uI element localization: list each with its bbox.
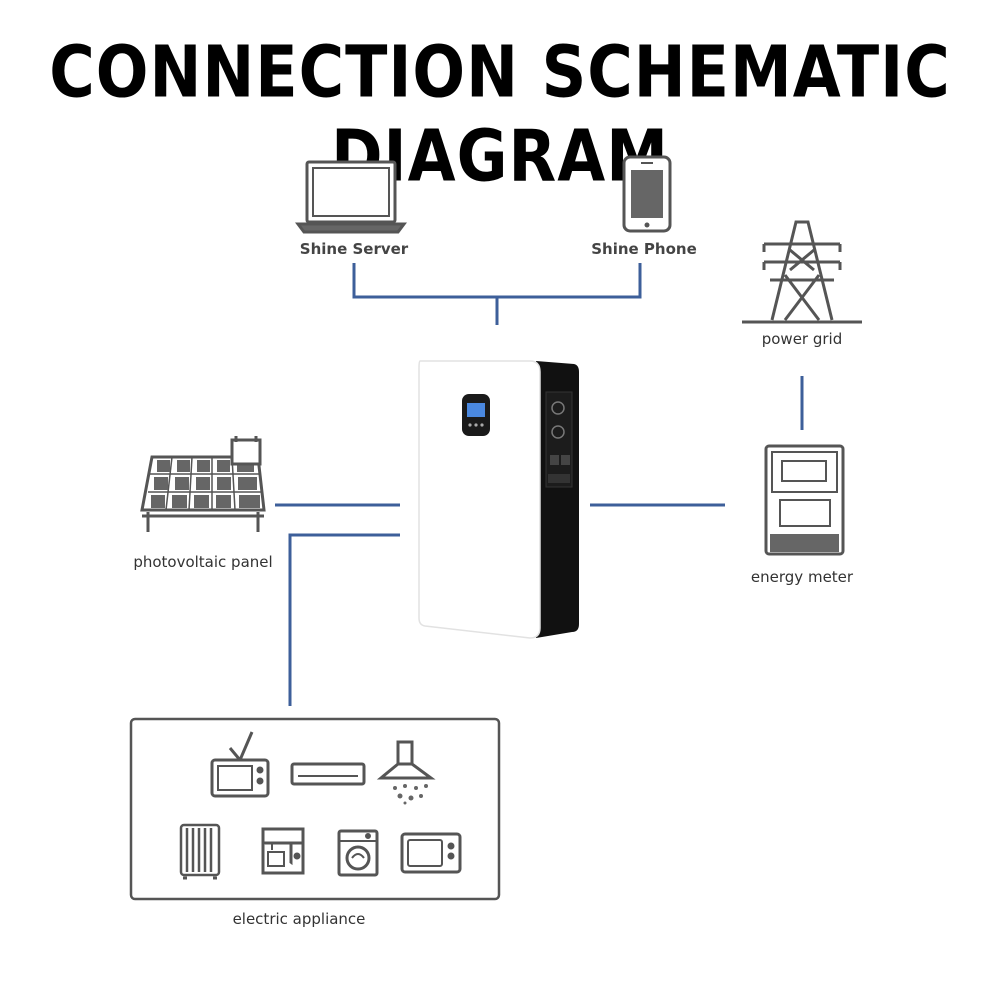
connector-appliance-battery	[288, 533, 400, 706]
battery-inverter-unit	[418, 360, 579, 639]
connector-lines	[275, 263, 804, 706]
diagram-title: CONNECTION SCHEMATIC DIAGRAM	[49, 30, 951, 198]
microwave-icon	[400, 832, 462, 874]
connector-server-phone	[352, 263, 642, 299]
shine-phone-label: Shine Phone	[591, 240, 697, 258]
energy-meter-label: energy meter	[750, 568, 854, 586]
laptop-icon	[295, 160, 407, 234]
oil-heater-icon	[179, 823, 221, 880]
phone-icon	[622, 155, 672, 233]
washing-machine-icon	[337, 829, 379, 877]
power-grid-tower-icon	[742, 220, 862, 324]
air-conditioner-icon	[290, 762, 366, 786]
coffee-machine-icon	[261, 827, 305, 875]
solar-panel-icon	[140, 436, 266, 532]
tv-icon	[210, 731, 270, 798]
electric-appliance-label: electric appliance	[232, 910, 366, 928]
shine-server-label: Shine Server	[299, 240, 409, 258]
range-hood-icon	[376, 740, 436, 805]
energy-meter-icon	[764, 444, 845, 556]
photovoltaic-panel-label: photovoltaic panel	[133, 553, 273, 571]
power-grid-label: power grid	[761, 330, 843, 348]
